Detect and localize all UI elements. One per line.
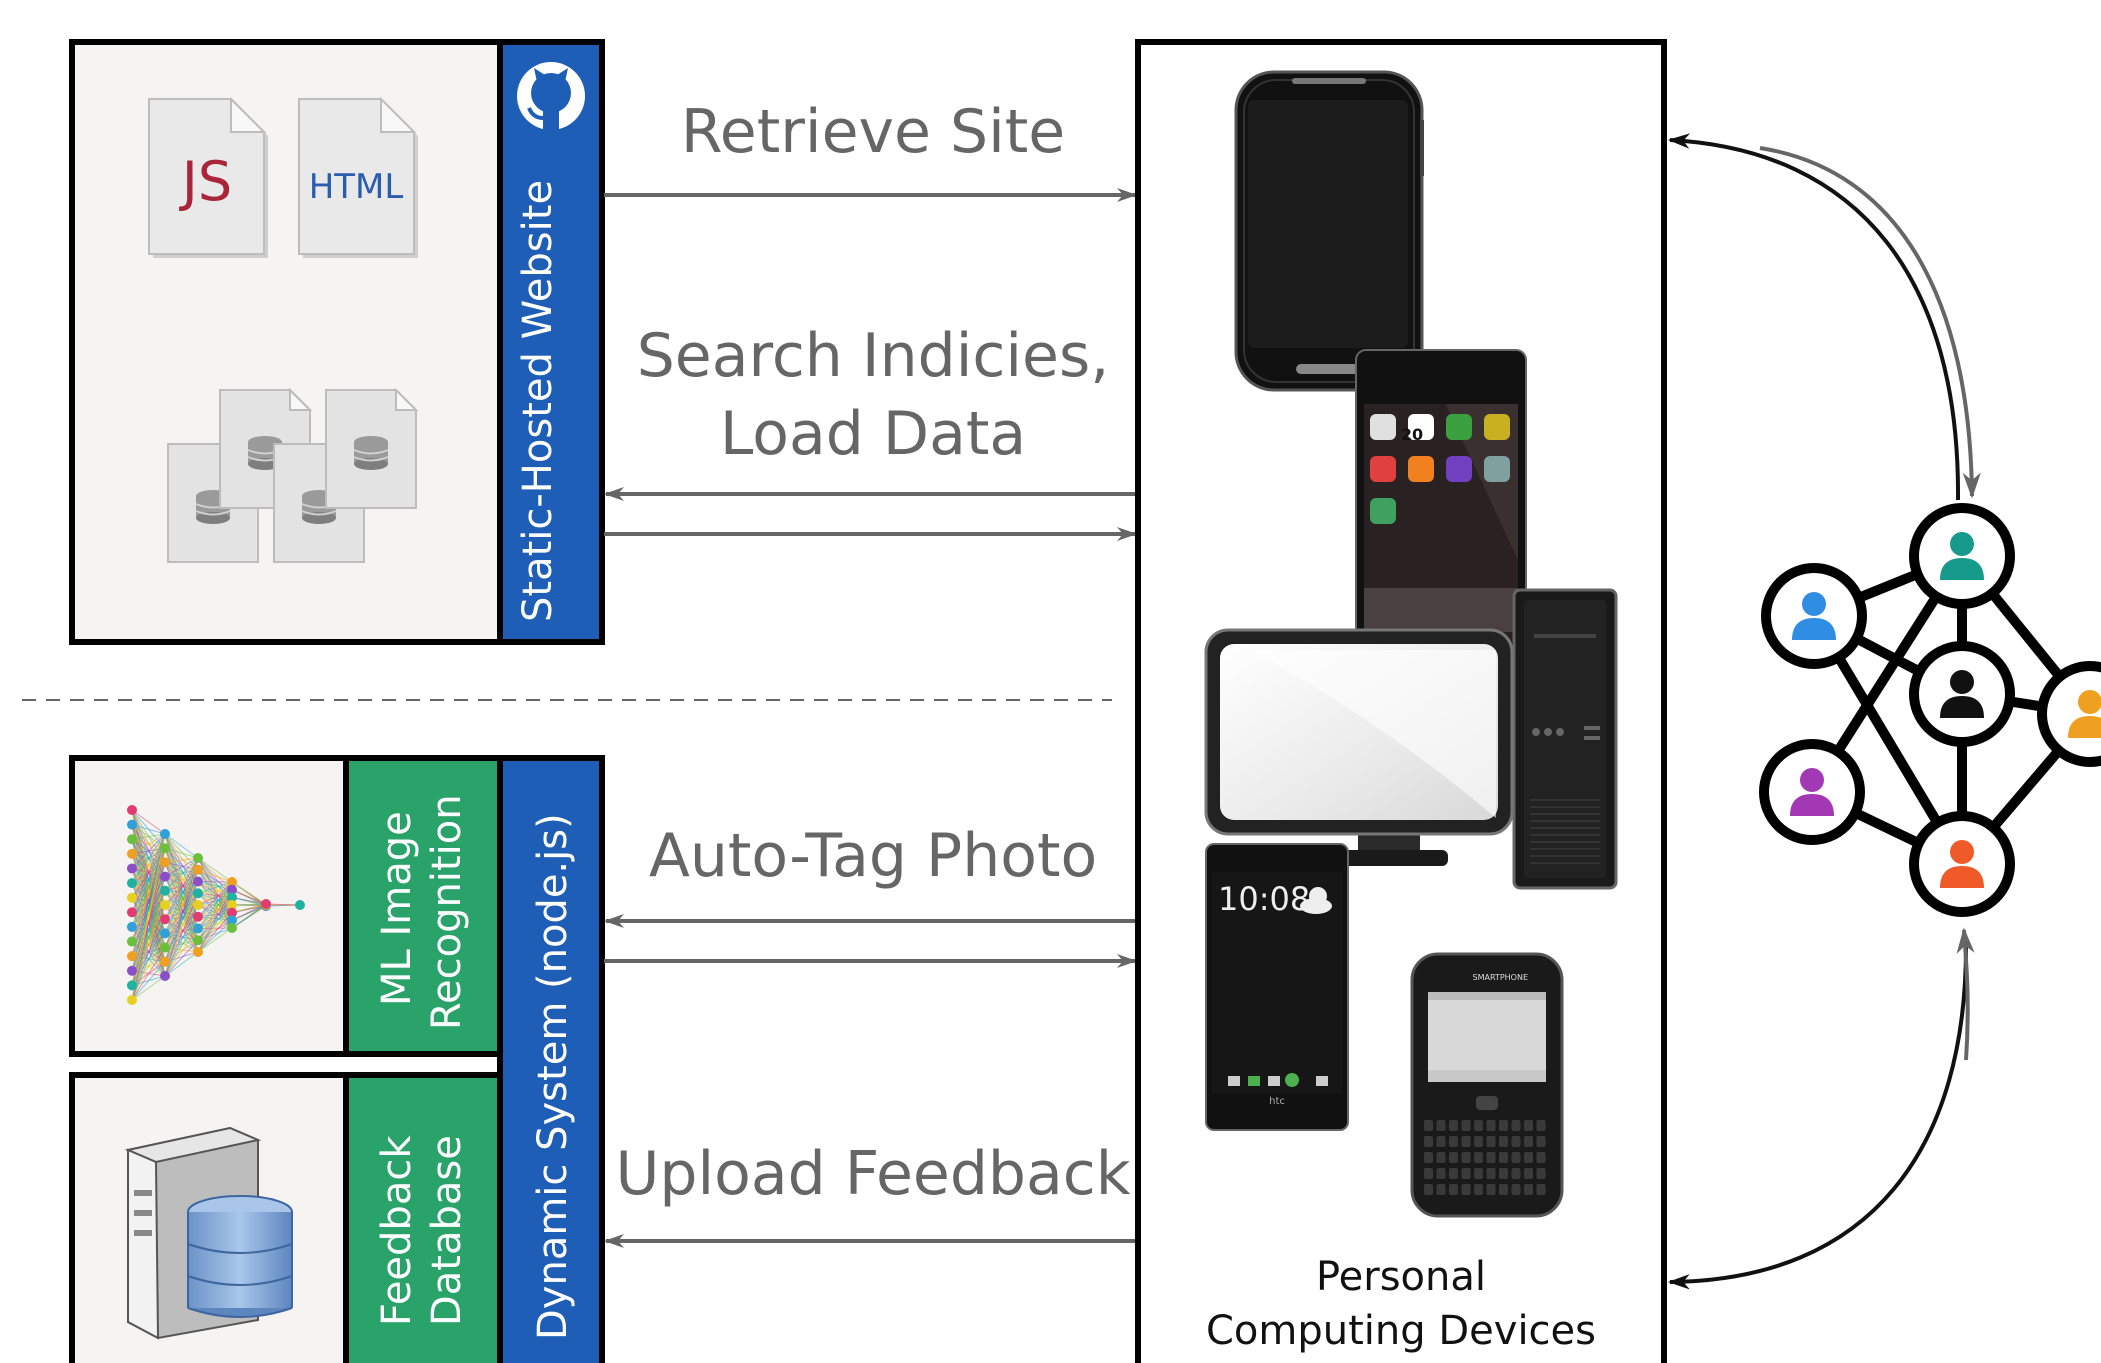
user-node-icon (1909, 811, 2015, 917)
dynamic-system-panel: Dynamic System (node.js) ML Image Recogn… (69, 755, 605, 1363)
android-phone-icon (1234, 70, 1424, 392)
dynamic-system-label: Dynamic System (node.js) (530, 813, 576, 1340)
data-files-icon (167, 387, 419, 563)
iphone-icon: 20 (1355, 349, 1527, 651)
arrow-label-autotag: Auto-Tag Photo (649, 821, 1097, 891)
weather-icon (1300, 887, 1332, 914)
html-file-label: HTML (309, 167, 404, 207)
static-website-label: Static-Hosted Website (515, 180, 561, 622)
flow-arrows: Retrieve Site Search Indicies, Load Data… (604, 97, 1137, 1248)
devices-panel: 20 10:08 (1135, 39, 1667, 1363)
htc-dock-icons (1228, 1073, 1328, 1087)
monitor-icon (1204, 628, 1514, 866)
user-node-icon (1909, 641, 2015, 747)
arrow-network-devices-bottom (1956, 927, 1975, 1061)
htc-phone-icon: 10:08 htc (1205, 843, 1349, 1131)
js-file-label: JS (179, 150, 232, 213)
arrow-label-search-line1: Search Indicies, (637, 321, 1110, 391)
user-node-icon (2037, 661, 2101, 767)
arrow-label-upload: Upload Feedback (615, 1139, 1130, 1209)
server-database-icon (124, 1126, 293, 1340)
arrow-label-retrieve: Retrieve Site (681, 97, 1065, 167)
devices-label-line1: Personal (1316, 1254, 1486, 1300)
db-label-line2: Database (424, 1135, 470, 1326)
user-node-icon (1761, 563, 1867, 669)
user-node-icon (1759, 739, 1865, 845)
github-icon (517, 62, 585, 130)
htc-brand: htc (1269, 1096, 1285, 1107)
htc-clock: 10:08 (1218, 880, 1310, 918)
devices-label-line2: Computing Devices (1206, 1308, 1596, 1354)
html-file-icon: HTML (298, 96, 418, 258)
static-website-panel: Static-Hosted Website JS HTML (69, 39, 605, 645)
calendar-day: 20 (1401, 425, 1423, 444)
db-label-line1: Feedback (374, 1135, 420, 1326)
tower-pc-icon (1512, 588, 1618, 890)
ml-label-line1: ML Image (374, 811, 420, 1006)
arrow-network-devices-top (1759, 146, 1981, 499)
neural-network-icon (127, 805, 305, 1005)
user-node-icon (1909, 503, 2015, 609)
js-file-icon: JS (148, 96, 268, 258)
ml-label-line2: Recognition (424, 794, 470, 1030)
qwerty-smartphone-icon: SMARTPHONE (1410, 952, 1564, 1218)
arrow-devices-network-bottom (1667, 939, 1969, 1290)
smartphone-brand: SMARTPHONE (1473, 973, 1529, 982)
arrow-label-search-line2: Load Data (720, 399, 1026, 469)
user-nodes (1759, 503, 2101, 917)
user-network (1667, 133, 2101, 1290)
arrow-devices-network-top (1667, 133, 1961, 501)
keyboard-keys (1424, 1120, 1546, 1195)
